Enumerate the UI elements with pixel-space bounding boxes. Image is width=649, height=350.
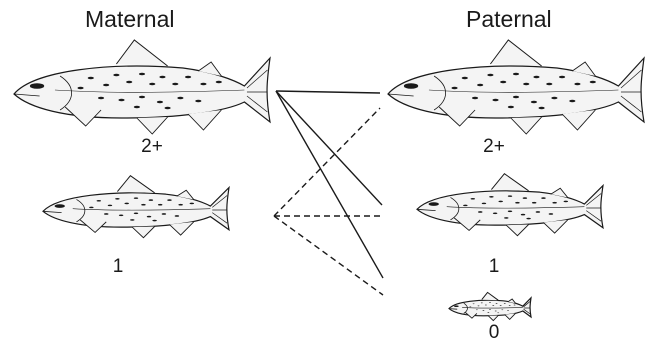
cross-line-2plus-0 [276,91,383,278]
paternal-fish-2plus [388,40,644,134]
paternal-fish-1 [417,174,603,236]
maternal-fish-1 [43,176,229,238]
cross-line-1-2plus [274,108,380,216]
paternal-fish-0 [449,292,531,320]
cross-line-2plus-1 [276,91,382,205]
maternal-age-label: 2+ [122,136,182,158]
paternal-age-label: 2+ [464,136,524,158]
maternal-age-label: 1 [88,256,148,278]
paternal-age-label: 1 [464,256,524,278]
paternal-age-label: 0 [464,322,524,344]
cross-line-1-0 [274,216,383,295]
maternal-fish-2plus [14,40,270,134]
cross-line-2plus-2plus [276,91,380,93]
